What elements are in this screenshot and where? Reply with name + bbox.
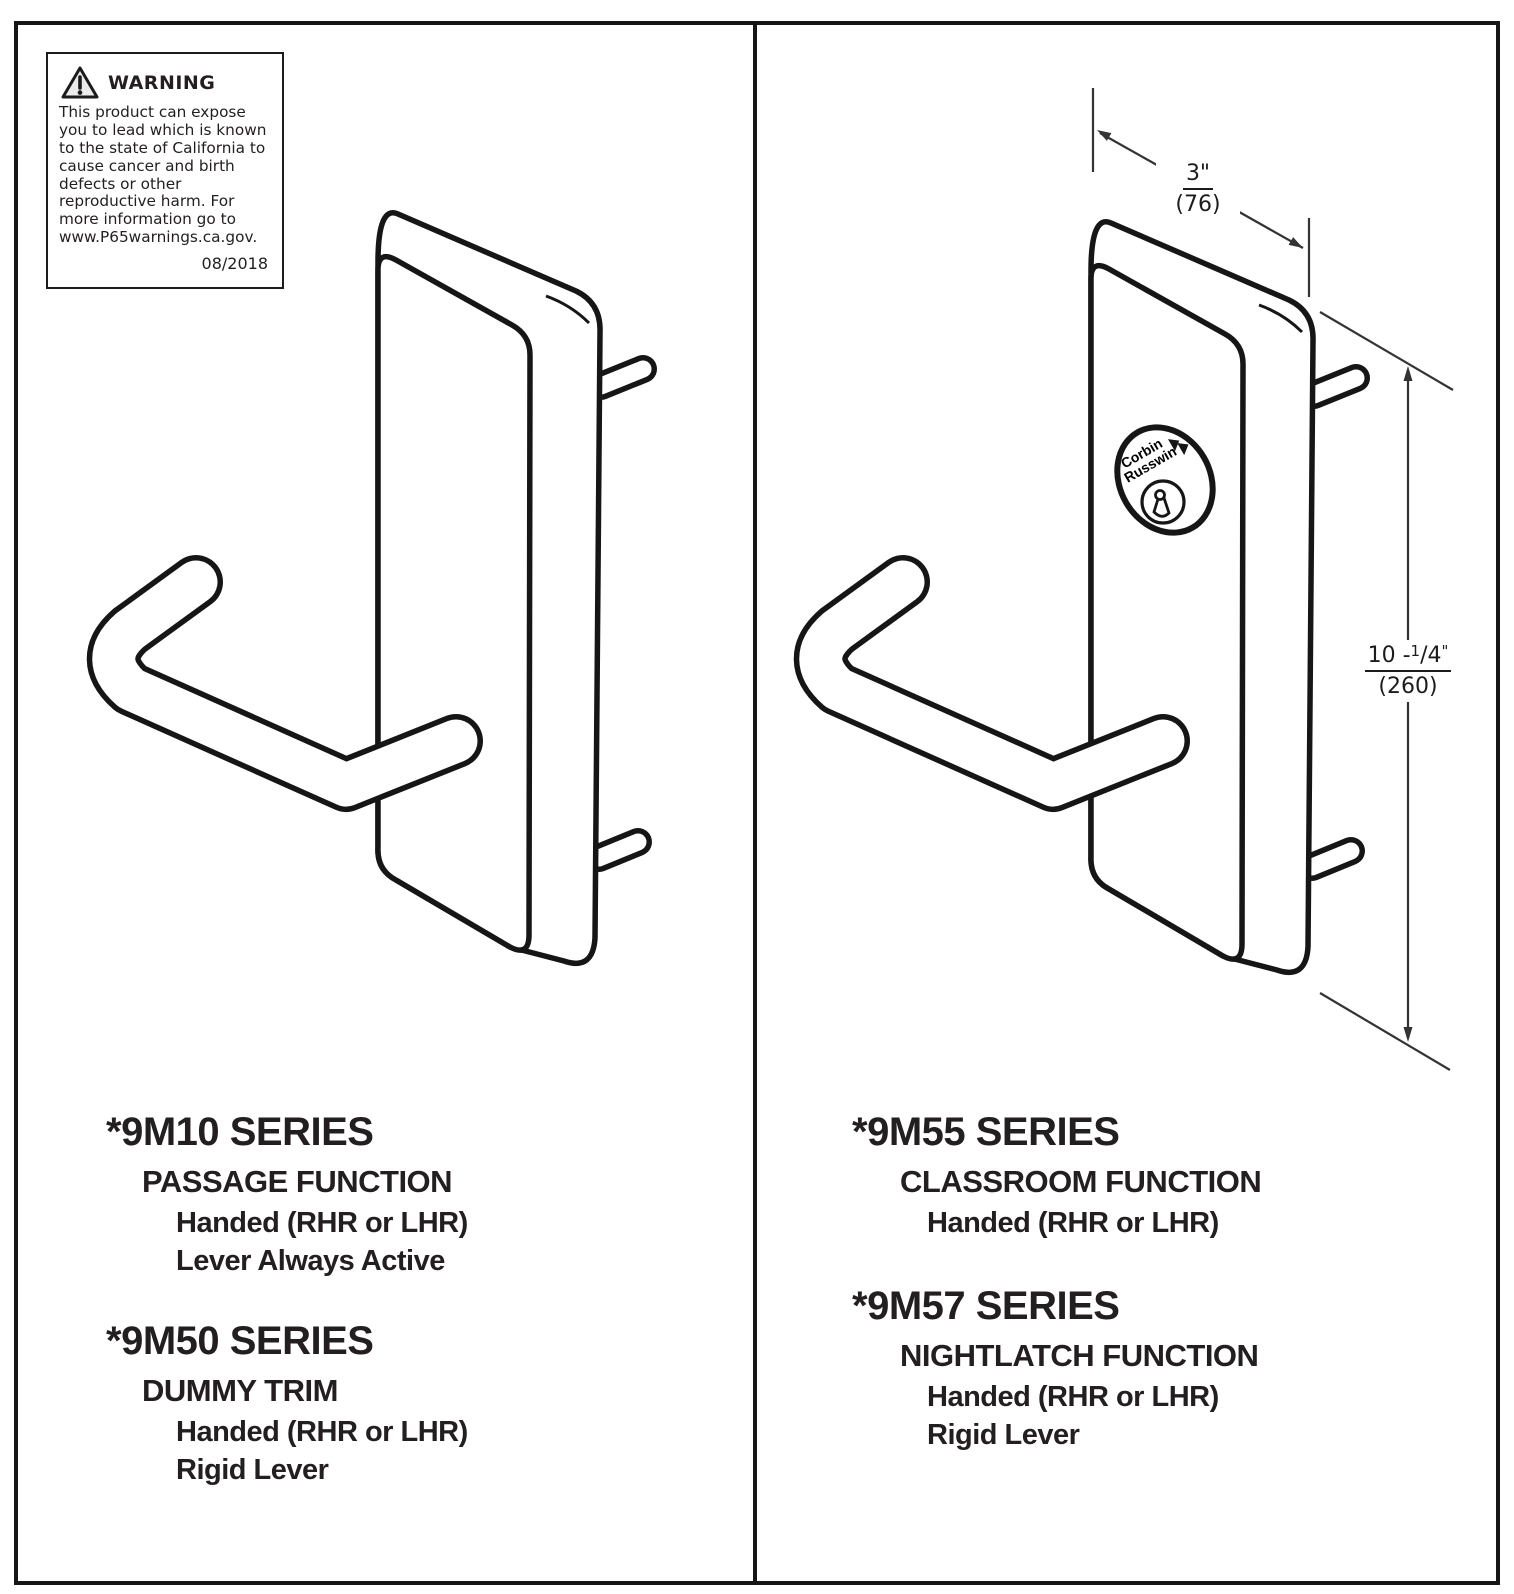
width-mm: (76) <box>1175 192 1221 218</box>
product-block-9m57: *9M57 SERIES NIGHTLATCH FUNCTION Handed … <box>852 1284 1259 1451</box>
lock-cylinder-icon: Corbin Russwin <box>1114 424 1216 536</box>
logo-arrow-icon <box>1167 439 1189 456</box>
product-block-9m50: *9M50 SERIES DUMMY TRIM Handed (RHR or L… <box>106 1321 468 1485</box>
handing-label: Handed (RHR or LHR) <box>176 1416 468 1448</box>
series-title: *9M50 SERIES <box>106 1319 374 1363</box>
lever-trim-right-drawing: Corbin Russwin <box>821 88 1454 1071</box>
width-inches: 3" <box>1182 162 1214 191</box>
height-inches: 10 -1/4" <box>1364 643 1452 673</box>
key-glyph-icon <box>1152 489 1171 518</box>
function-label: CLASSROOM FUNCTION <box>900 1164 1262 1199</box>
series-title: *9M55 SERIES <box>852 1110 1120 1154</box>
lever-note: Rigid Lever <box>176 1454 329 1486</box>
warning-date: 08/2018 <box>201 254 268 274</box>
width-dimension-arrowheads <box>1097 130 1303 248</box>
product-block-9m55: *9M55 SERIES CLASSROOM FUNCTION Handed (… <box>852 1110 1262 1239</box>
function-label: NIGHTLATCH FUNCTION <box>900 1338 1259 1373</box>
height-dimension-label: 10 -1/4" (260) <box>1352 643 1464 700</box>
function-label: DUMMY TRIM <box>142 1373 338 1408</box>
lever-note: Lever Always Active <box>176 1245 445 1277</box>
series-title: *9M57 SERIES <box>852 1284 1120 1328</box>
product-block-9m10: *9M10 SERIES PASSAGE FUNCTION Handed (RH… <box>106 1112 468 1276</box>
extension-line-top <box>1319 311 1454 391</box>
height-dimension-arrowheads <box>1403 366 1413 1042</box>
series-title: *9M10 SERIES <box>106 1110 374 1154</box>
handing-label: Handed (RHR or LHR) <box>927 1207 1219 1239</box>
height-mm: (260) <box>1378 674 1438 700</box>
panel-divider-line <box>753 21 757 1585</box>
function-label: PASSAGE FUNCTION <box>142 1164 453 1199</box>
extension-line-bottom <box>1319 992 1451 1071</box>
width-dimension-label: 3" (76) <box>1156 162 1240 218</box>
warning-title: WARNING <box>108 72 216 94</box>
warning-triangle-icon <box>61 66 99 99</box>
handing-label: Handed (RHR or LHR) <box>927 1381 1219 1413</box>
warning-body-text: This product can expose you to lead whic… <box>59 103 267 247</box>
lever-note: Rigid Lever <box>927 1419 1080 1451</box>
keyway-ring <box>1140 479 1186 525</box>
lever-trim-left-drawing <box>114 213 643 964</box>
height-dimension <box>1319 311 1454 1071</box>
handing-label: Handed (RHR or LHR) <box>176 1207 468 1239</box>
prop65-warning-box: WARNING This product can expose you to l… <box>46 52 284 289</box>
